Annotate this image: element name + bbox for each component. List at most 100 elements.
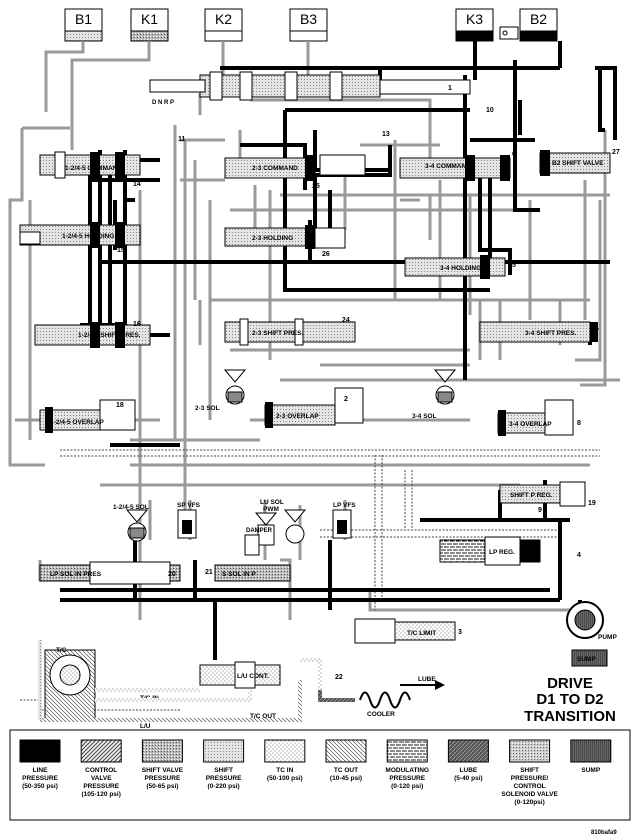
legend-label: SHIFT	[520, 767, 539, 774]
pump: PUMP	[566, 601, 617, 641]
callout-14: 14	[133, 181, 141, 188]
element-label-b3: B3	[300, 11, 317, 27]
callout-1: 1	[448, 85, 452, 92]
callout-19: 19	[588, 500, 596, 507]
element-box-b2: B2	[499, 8, 558, 42]
solenoid-extra	[283, 509, 307, 544]
label-1245-shift-pres: 1-2/4-5 SHIFT PRES.	[78, 332, 141, 339]
solenoid-1245: 1-2/4-5 SOL	[113, 504, 149, 542]
element-label-b2: B2	[530, 11, 547, 27]
label-34-shift-pres: 3-4 SHIFT PRES.	[525, 330, 576, 337]
title-line-2: D1 TO D2	[536, 691, 603, 708]
legend-label: PRESSURE	[389, 775, 425, 782]
legend-swatch	[141, 739, 183, 763]
legend-swatch	[570, 739, 612, 763]
valve-shift-p-reg: SHIFT P REG.	[499, 481, 586, 507]
callout-10: 10	[486, 107, 494, 114]
element-label-k1: K1	[141, 11, 158, 27]
solenoid-34: 3-4 SOL	[412, 369, 457, 420]
element-box-k2: K2	[204, 8, 243, 42]
callout-16: 16	[133, 321, 141, 328]
label-23-holding: 2-3 HOLDING	[252, 235, 293, 242]
legend-label: (105-120 psi)	[82, 791, 121, 798]
valve-23-overlap: 2-3 OVERLAP	[264, 387, 364, 428]
valve-lu-cont: L/U CONT.	[199, 661, 281, 689]
legend-label: SOLENOID VALVE	[501, 791, 558, 798]
manual-valve: D N R P	[149, 71, 471, 106]
element-box-k1: K1	[130, 8, 169, 42]
legend-swatch	[203, 739, 245, 763]
callout-11: 11	[178, 136, 186, 143]
label-lu-pwm: PWM	[263, 506, 279, 513]
valve-tc-limit: T/C LIMIT	[354, 618, 456, 644]
valve-b2-shift: B2 SHIFT VALVE	[539, 150, 611, 176]
solenoid-lu-pwm: LU SOL PWM	[254, 499, 284, 546]
label-tc: T/C	[56, 647, 67, 654]
valve-23-holding: 2-3 HOLDING	[224, 225, 346, 249]
tc-passages	[38, 640, 355, 722]
label-tc-limit: T/C LIMIT	[407, 630, 436, 637]
legend-label: SHIFT VALVE	[142, 767, 184, 774]
label-sol-23: 2-3 SOL	[195, 405, 220, 412]
label-sp-vfs: SP VFS	[177, 502, 201, 509]
callout-21: 21	[205, 569, 213, 576]
legend-swatch	[386, 739, 428, 763]
valve-1245-overlap: 1-2/4-5 OVERLAP	[39, 399, 136, 433]
label-1245-holding: 1-2/4-5 HOLDING	[62, 233, 114, 240]
label-lu-sol: LU SOL	[260, 499, 284, 506]
callout-13: 13	[382, 131, 390, 138]
label-23-shift-pres: 2-3 SHIFT PRES.	[252, 330, 303, 337]
legend-label: PRESSURE	[83, 783, 119, 790]
solenoid-23: 2-3 SOL	[195, 369, 247, 412]
line-pressure-passages	[50, 41, 617, 660]
valve-23-command: 2-3 COMMAND	[224, 154, 366, 181]
valve-lp-sol-in-pres: LP SOL IN PRES	[39, 561, 181, 585]
callout-18: 18	[116, 402, 124, 409]
label-lp-vfs: LP VFS	[333, 502, 356, 509]
callout-4: 4	[577, 552, 581, 559]
label-shift-p-reg: SHIFT P REG.	[510, 492, 553, 499]
callout-6: 6	[512, 151, 516, 158]
element-label-k2: K2	[215, 11, 232, 27]
label-lp-sol-in-pres: LP SOL IN PRES	[50, 571, 102, 578]
legend-label: (5-40 psi)	[454, 775, 483, 782]
legend-label: (0-120 psi)	[391, 783, 423, 790]
legend-label: SUMP	[581, 767, 600, 774]
element-label-b1: B1	[75, 11, 92, 27]
sump: SUMP	[571, 649, 608, 667]
title-line-3: TRANSITION	[524, 708, 616, 725]
label-23-overlap: 2-3 OVERLAP	[276, 413, 319, 420]
legend-label: MODULATING	[385, 767, 429, 774]
label-cooler: COOLER	[367, 711, 395, 718]
valve-1245-shift-pres: 1-2/4-5 SHIFT PRES.	[34, 322, 151, 348]
legend-label: PRESSURE	[145, 775, 181, 782]
legend-swatch	[447, 739, 489, 763]
legend-swatch	[80, 739, 122, 763]
manual-valve-positions: D N R P	[152, 100, 174, 106]
legend-label: PRESSURE	[206, 775, 242, 782]
valve-1245-command: 1-2/4-5 COMMAND	[39, 151, 141, 179]
valve-lp-reg: LP REG.	[439, 536, 541, 566]
label-pump: PUMP	[598, 634, 617, 641]
legend-label: (10-45 psi)	[330, 775, 362, 782]
solenoid-damper: DAMPER	[244, 528, 273, 556]
callout-24: 24	[342, 317, 350, 324]
label-lu-cont: L/U CONT.	[237, 673, 269, 680]
callout-3: 3	[458, 629, 462, 636]
callout-9: 9	[538, 507, 542, 514]
diagram-title: DRIVE D1 TO D2 TRANSITION	[524, 675, 616, 725]
label-34-command: 3-4 COMMAND	[425, 163, 471, 170]
valve-s-sol-in-p: S SOL IN P	[214, 564, 291, 582]
title-line-1: DRIVE	[547, 675, 593, 692]
label-lu: L/U	[140, 723, 151, 730]
callout-27: 27	[612, 149, 620, 156]
label-sump: SUMP	[577, 656, 596, 663]
label-sol-1245: 1-2/4-5 SOL	[113, 504, 149, 511]
solenoid-lp-vfs: LP VFS	[332, 502, 356, 539]
callout-26: 26	[322, 251, 330, 258]
legend-label: TC OUT	[334, 767, 358, 774]
valve-23-shift-pres: 2-3 SHIFT PRES.	[224, 318, 356, 346]
valve-34-overlap: 3-4 OVERLAP	[497, 399, 574, 436]
legend-swatch	[264, 739, 306, 763]
